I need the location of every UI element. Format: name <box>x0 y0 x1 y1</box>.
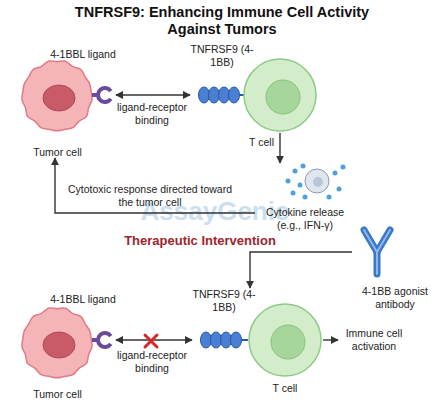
cytokine-dot <box>327 195 332 200</box>
tumor-cell: Tumor cell <box>15 55 100 158</box>
t-cell-membrane <box>244 59 316 131</box>
cytokine-dot <box>291 191 296 196</box>
receptor-domain <box>219 87 230 103</box>
t-cell-nucleus <box>271 325 305 359</box>
node-label: Cytokine release (e.g., IFN-γ) <box>255 206 355 231</box>
tumor-membrane <box>22 308 92 378</box>
cytokine-dot <box>333 171 338 176</box>
node-label: Immune cell activation <box>338 327 410 352</box>
connector-arrow <box>116 94 190 95</box>
node-label: TNFRSF9 (4-1BB) <box>190 43 254 68</box>
receptor-domain <box>229 87 240 103</box>
cytokine-dot <box>298 183 303 188</box>
connector-arrow <box>116 339 192 340</box>
cytokine-dot <box>303 195 308 200</box>
connector-label: Cytotoxic response directed toward the t… <box>65 183 235 208</box>
cytokine-dot <box>293 169 298 174</box>
connector-arrow <box>250 252 352 288</box>
receptor-domain <box>221 332 232 348</box>
t-cell-membrane <box>249 304 321 376</box>
ligand: 4-1BBL ligand <box>50 48 116 108</box>
node-label: 4-1BB agonist antibody <box>352 285 438 310</box>
cytokine-dot <box>341 165 346 170</box>
tumor-cell: Tumor cell <box>15 302 100 400</box>
node-label: T cell <box>247 382 323 395</box>
secreting-cell <box>305 169 329 193</box>
antibody-chain <box>364 230 377 252</box>
blocked-binding-cross <box>145 335 157 347</box>
diagram-title: TNFRSF9: Enhancing Immune Cell Activity … <box>52 4 392 38</box>
t-cell-outline <box>247 302 323 378</box>
agonist-antibody: 4-1BB agonist antibody <box>352 222 438 310</box>
connector-arrow <box>323 339 338 340</box>
tumor-membrane <box>22 61 92 131</box>
ligand-shape <box>96 331 112 349</box>
receptor-domain <box>209 87 220 103</box>
tumor-cell-outline <box>15 302 100 400</box>
section-heading: Therapeutic Intervention <box>100 233 300 248</box>
tumor-nucleus <box>43 85 75 111</box>
cytokine-dot <box>337 187 342 192</box>
node-label: Tumor cell <box>15 146 100 159</box>
node-label: T cell <box>249 136 274 149</box>
connector-label: ligand-receptor binding <box>107 349 197 374</box>
secreting-cell-nucleus <box>313 177 323 187</box>
receptor: TNFRSF9 (4-1BB) <box>192 288 256 352</box>
antibody-highlight <box>376 252 378 274</box>
ligand: 4-1BBL ligand <box>50 293 116 353</box>
ligand-shape <box>96 86 112 104</box>
outcome-text-node: Immune cell activation <box>338 327 410 355</box>
node-label: 4-1BBL ligand <box>50 293 116 306</box>
receptor-domain <box>199 87 210 103</box>
connector-arrow <box>279 133 280 163</box>
tumor-cell-shape <box>22 308 92 378</box>
tumor-nucleus <box>43 332 75 358</box>
cytokine-dot <box>286 179 291 184</box>
receptor-domain <box>211 332 222 348</box>
t-cell: T cell <box>247 302 323 378</box>
cytokine-release: Cytokine release (e.g., IFN-γ) <box>255 163 355 231</box>
antibody-highlight <box>377 230 390 252</box>
antibody-chain <box>377 230 390 252</box>
cross-stroke <box>145 335 157 347</box>
antibody-highlight <box>364 230 377 252</box>
receptor-domain <box>201 332 212 348</box>
cross-stroke <box>145 335 157 347</box>
t-cell-outline <box>242 57 318 133</box>
connector-label: ligand-receptor binding <box>107 101 197 126</box>
connector-arrow <box>55 158 255 213</box>
t-cell: T cell <box>242 57 318 133</box>
node-label: TNFRSF9 (4-1BB) <box>192 288 256 313</box>
node-label: Tumor cell <box>15 388 100 400</box>
t-cell-nucleus <box>266 80 300 114</box>
tumor-cell-outline <box>15 55 100 158</box>
receptor-domain <box>231 332 242 348</box>
tumor-cell-shape <box>22 61 92 131</box>
cytokine-dot <box>301 164 306 169</box>
antibody-chain <box>374 252 381 274</box>
node-label: 4-1BBL ligand <box>50 48 116 61</box>
